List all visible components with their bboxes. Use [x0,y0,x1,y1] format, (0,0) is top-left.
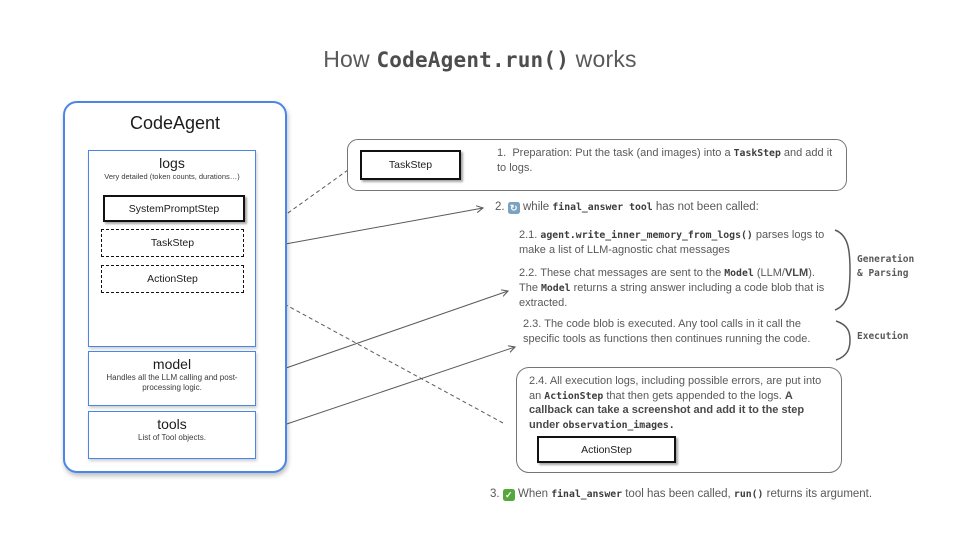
arrow-step24-to-actionstep [253,287,504,424]
step21-22-block: 2.1. agent.write_inner_memory_from_logs(… [519,228,835,320]
step21-text: 2.1. agent.write_inner_memory_from_logs(… [519,228,835,257]
bracket-execution [835,320,851,361]
generation-label-line2: & Parsing [857,267,909,279]
step21-number: 2.1. [519,229,538,241]
step3-text-3: returns its argument. [763,488,873,500]
codeagent-title: CodeAgent [129,113,221,133]
step22-code-2: Model [541,283,571,295]
step2-text-1: while [523,201,553,213]
step2-text: 2. ↻ while final_answer tool has not bee… [495,200,855,215]
model-box: model Handles all the LLM calling and po… [88,351,256,406]
step22-text: 2.2. These chat messages are sent to the… [519,266,835,310]
bracket-generation [834,229,851,311]
step1-taskstep-chip: TaskStep [360,150,461,180]
step24-bold-1: A callback can take a screenshot and add… [529,389,805,431]
step23-text: 2.3. The code blob is executed. Any tool… [523,317,835,346]
model-title: model [152,356,192,372]
execution-label: Execution [857,331,909,342]
logs-subtitle: Very detailed (token counts, durations…) [104,172,240,181]
title-prefix: How [323,46,377,72]
taskstep-chip: TaskStep [101,229,244,257]
step22-text-4: returns a string answer including a code… [519,282,825,310]
step1-taskstep-label: TaskStep [388,159,433,171]
step1-text-1: Preparation: Put the task (and images) i… [512,147,734,159]
step3-text-2: tool has been called, [622,488,734,500]
step3-text: 3. ✓ When final_answer tool has been cal… [490,487,930,502]
tools-title: tools [157,416,187,432]
step22-text-3: ). The [519,267,815,295]
step22-text-2: (LLM/ [753,267,785,280]
step2-code-1: final_answer tool [552,202,653,213]
step2-text-2: has not been called: [652,201,759,213]
step22-text-1: These chat messages are sent to the [540,267,725,280]
title-suffix: works [569,46,637,72]
step24-number: 2.4. [529,375,548,387]
step1-text-2: and add it to logs. [497,147,833,174]
step1-text: 1. Preparation: Put the task (and images… [497,146,839,175]
loop-icon: ↻ [507,202,520,214]
taskstep-label: TaskStep [150,237,195,249]
step24-code-1: ActionStep [544,390,604,402]
logs-title: logs [159,155,185,171]
check-icon: ✓ [502,489,515,501]
step2-number: 2. [495,201,505,213]
step3-number: 3. [490,488,500,500]
arrow-model-to-step22 [263,291,508,376]
step1-number: 1. [497,147,507,159]
generation-parsing-label: Generation & Parsing [857,253,914,281]
systemromptstep-chip: SystemPromptStep [103,195,245,222]
step3-text-1: When [518,488,552,500]
tools-subtitle: List of Tool objects. [138,433,206,442]
step22-bold-1: VLM [784,267,809,280]
step22-code-1: Model [724,268,754,280]
systempromptstep-label: SystemPromptStep [128,202,220,215]
model-subtitle: Handles all the LLM calling and post-pro… [106,373,238,392]
step3-code-1: final_answer [551,489,623,500]
step24-code-2: observation_images. [562,419,675,431]
page-title: How CodeAgent.run() works [0,46,960,73]
step23-number: 2.3. [523,318,542,330]
tools-box: tools List of Tool objects. [88,411,256,459]
step3-code-2: run() [733,489,764,500]
actionstep-label: ActionStep [147,273,198,285]
generation-label-line1: Generation [857,254,915,265]
title-code: CodeAgent.run() [376,48,570,72]
step24-actionstep-label: ActionStep [581,443,632,456]
step24-text-1: All execution logs, including possible e… [529,375,822,402]
step21-code-1: agent.write_inner_memory_from_logs() [540,230,753,241]
arrow-tools-to-step23 [263,347,515,432]
step23-text-1: The code blob is executed. Any tool call… [523,318,811,345]
step21-text-1: parses logs to make a list of LLM-agnost… [519,229,825,256]
step24-text: 2.4. All execution logs, including possi… [529,374,829,433]
step24-actionstep-chip: ActionStep [537,436,676,463]
step22-number: 2.2. [519,267,538,280]
step24-text-2: that then gets appended to the logs. [603,389,785,402]
actionstep-chip: ActionStep [101,265,244,293]
arrow-logs-to-step2 [257,208,483,250]
step1-code-1: TaskStep [733,148,781,159]
